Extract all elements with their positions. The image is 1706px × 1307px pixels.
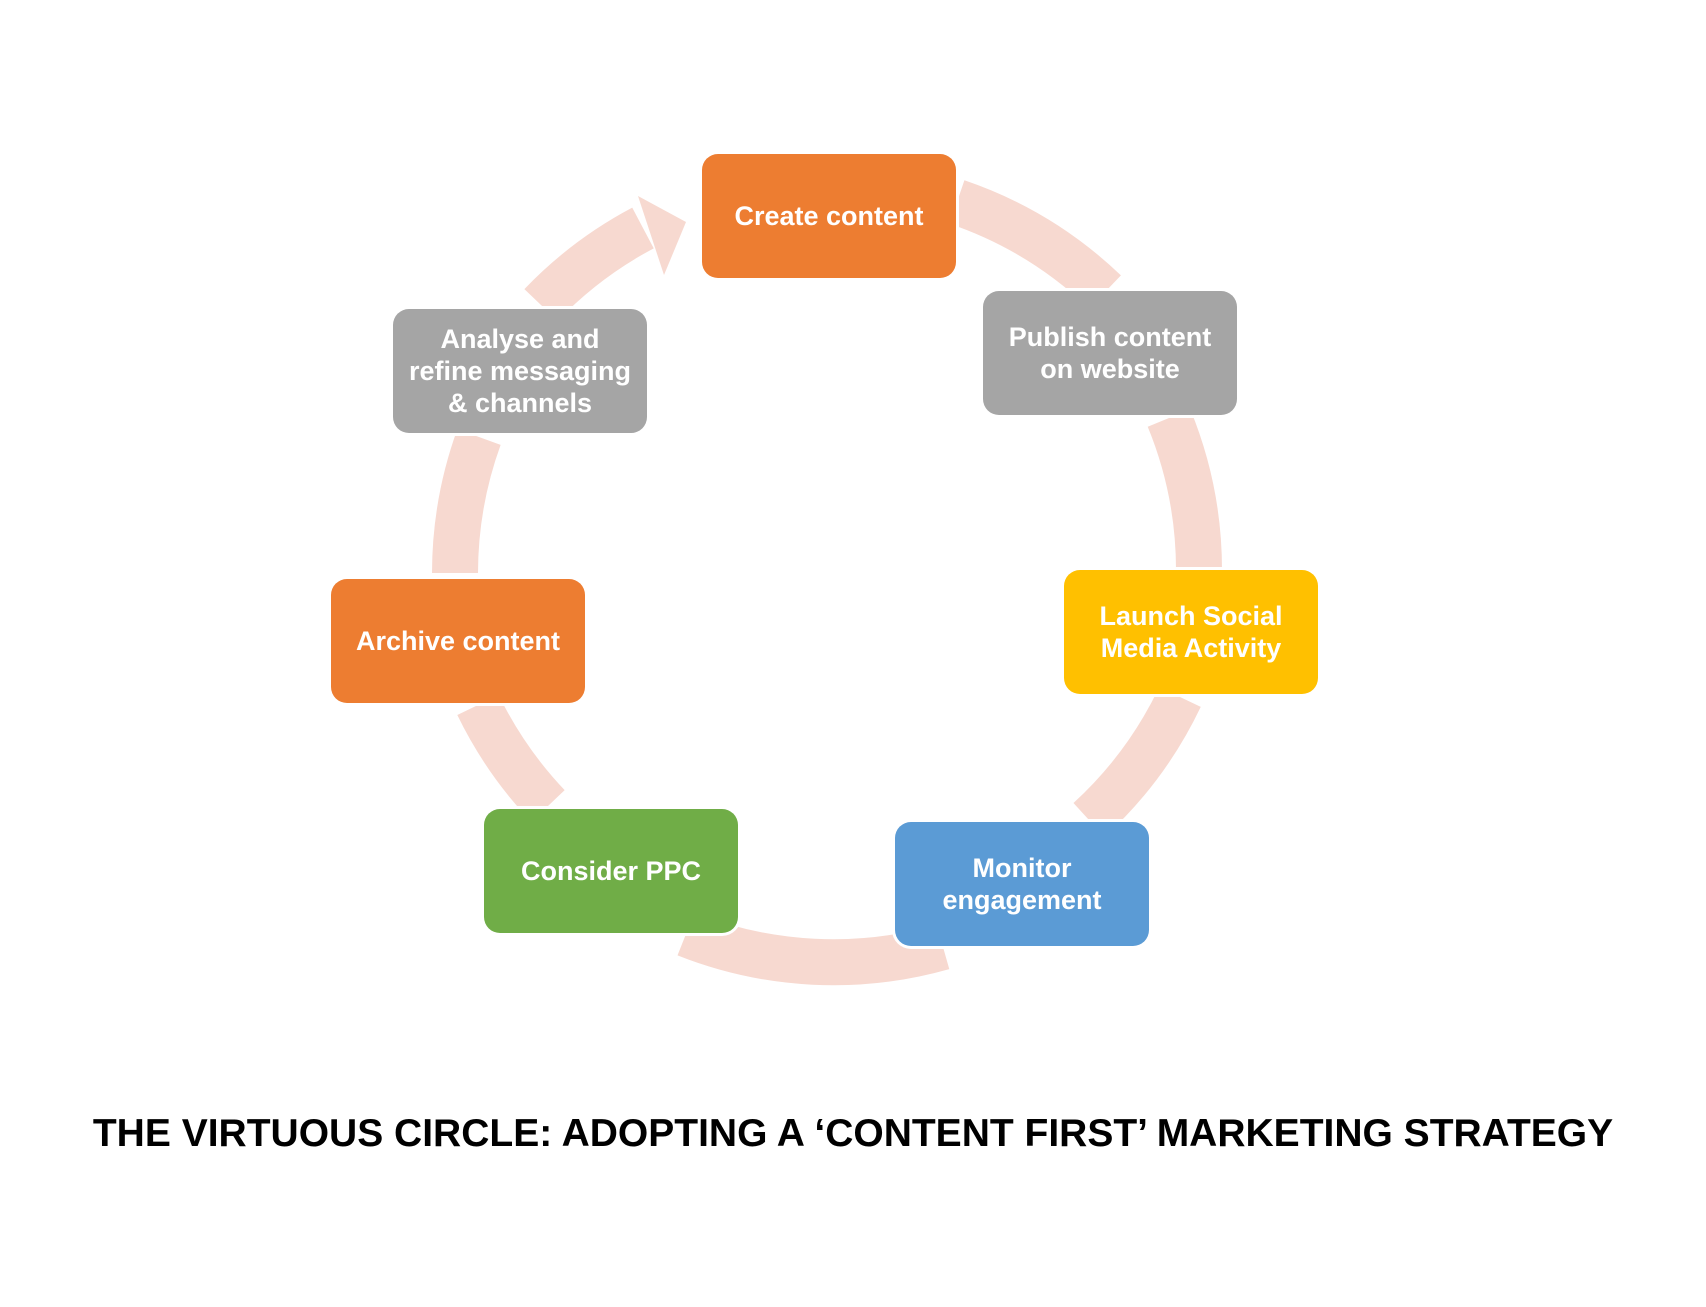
- step-archive-content: Archive content: [331, 579, 585, 703]
- ring-segment-ppc-archive: [457, 694, 565, 822]
- step-publish-content: Publish content on website: [983, 291, 1237, 415]
- step-consider-ppc-label: Consider PPC: [520, 856, 702, 886]
- step-launch-social-media: Launch Social Media Activity: [1064, 570, 1318, 694]
- step-create-content-label: Create content: [734, 201, 924, 231]
- page-title: THE VIRTUOUS CIRCLE: ADOPTING A ‘CONTENT…: [92, 1112, 1614, 1155]
- ring-segment-create-publish: [949, 180, 1121, 309]
- arrowhead: [638, 196, 686, 275]
- step-monitor-engagement-label: Monitor engagement: [942, 853, 1102, 915]
- step-consider-ppc: Consider PPC: [484, 809, 738, 933]
- step-archive-content-label: Archive content: [355, 626, 561, 656]
- step-create-content: Create content: [702, 154, 956, 278]
- ring-segment-analyse-create: [524, 207, 655, 322]
- ring-segment-archive-analyse: [432, 429, 501, 574]
- step-analyse-refine-label: Analyse and refine messaging & channels: [408, 324, 632, 418]
- ring-segment-launch-monitor: [1073, 686, 1201, 837]
- step-monitor-engagement: Monitor engagement: [895, 822, 1149, 946]
- step-launch-social-media-label: Launch Social Media Activity: [1099, 601, 1283, 663]
- ring-segment-publish-launch: [1147, 409, 1222, 571]
- step-analyse-refine: Analyse and refine messaging & channels: [393, 309, 647, 433]
- ring-segment-monitor-ppc: [677, 912, 950, 986]
- step-publish-content-label: Publish content on website: [1008, 322, 1212, 384]
